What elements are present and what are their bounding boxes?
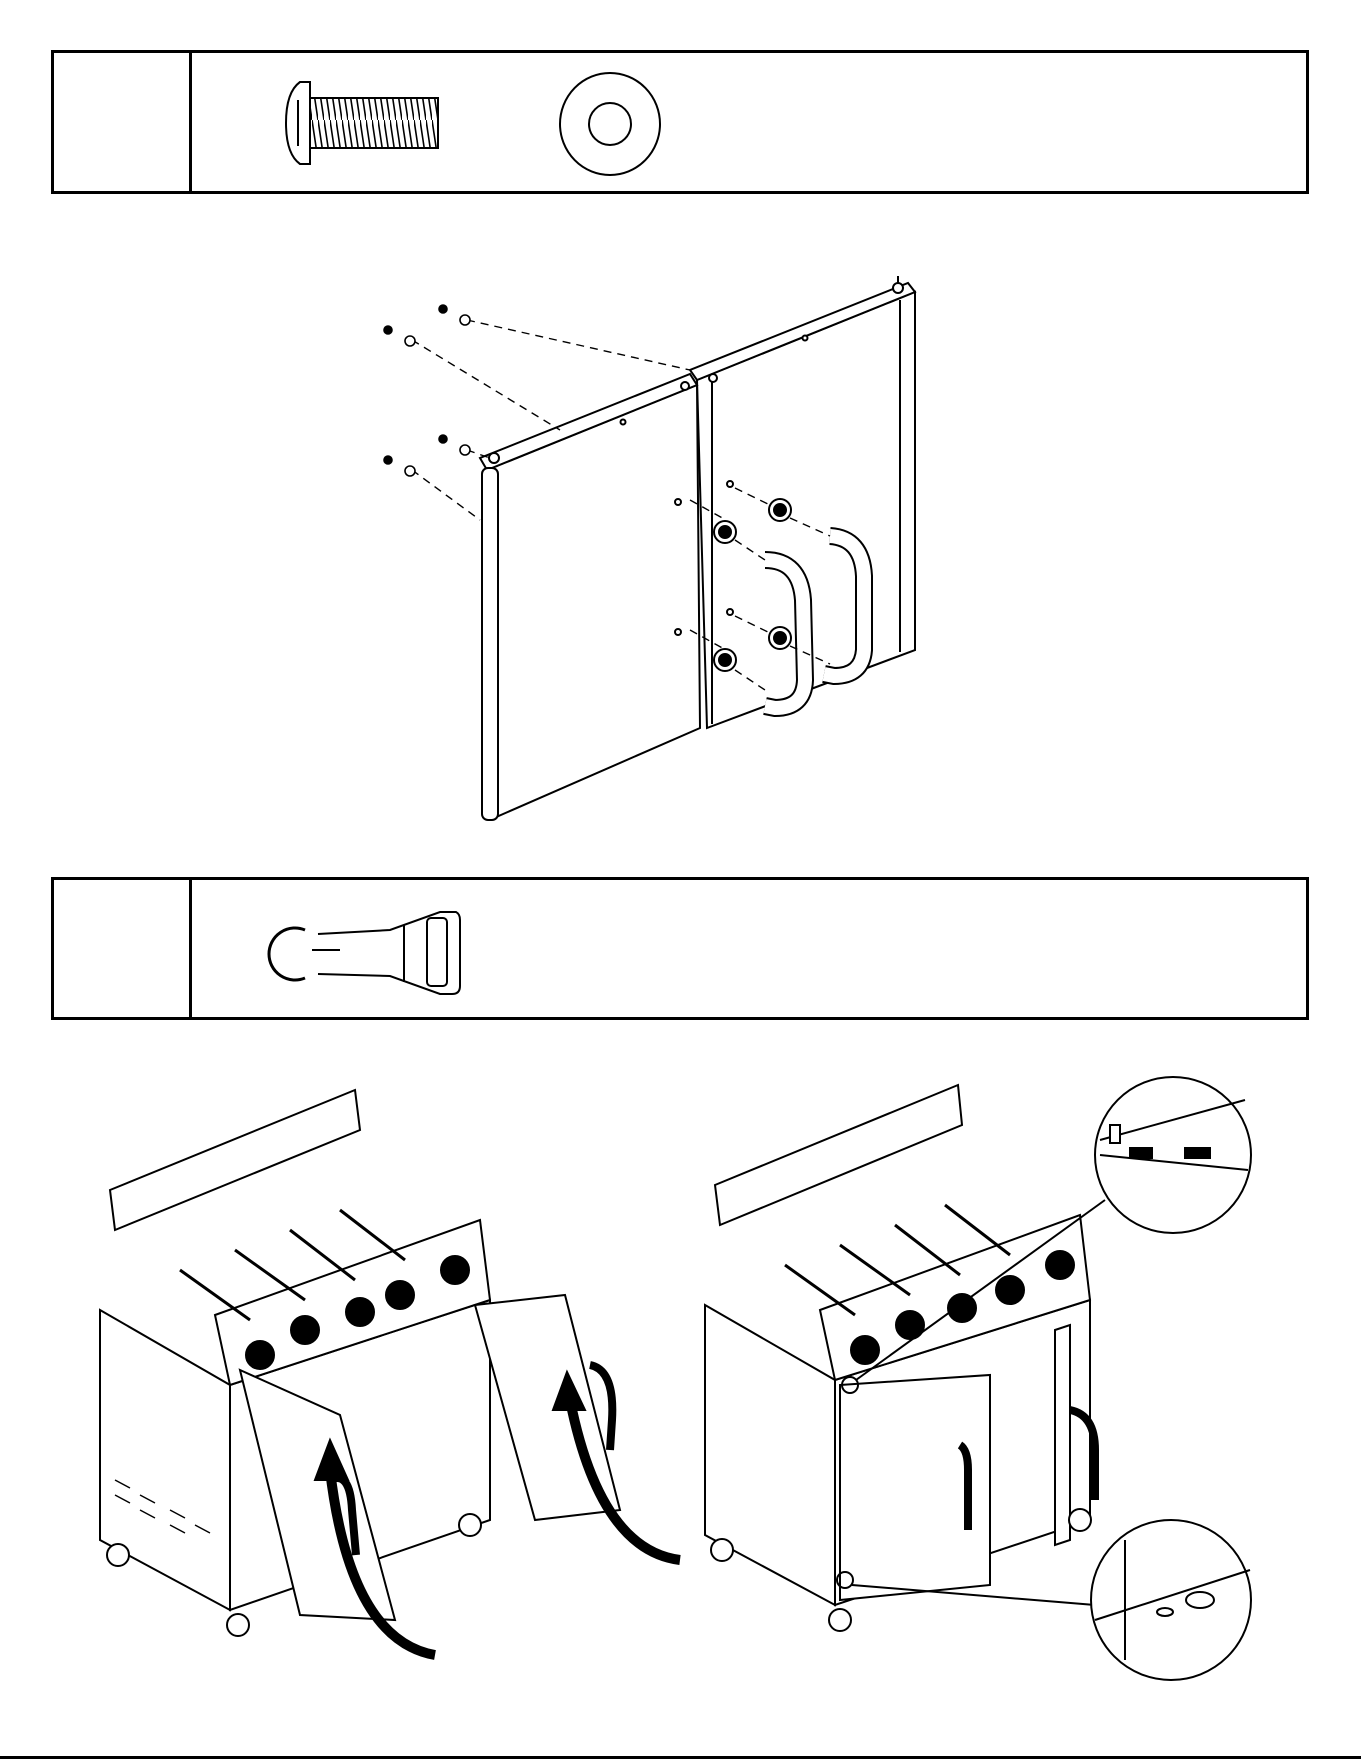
grill-install-after: [705, 1077, 1251, 1680]
washer-icon: [560, 73, 660, 175]
bolt-icon: [286, 82, 438, 164]
page-bottom-rule: [0, 1756, 1361, 1759]
grill-install-before: [100, 1090, 680, 1655]
door-handle-assembly-icon: [384, 276, 915, 820]
clip-icon: [269, 912, 460, 994]
